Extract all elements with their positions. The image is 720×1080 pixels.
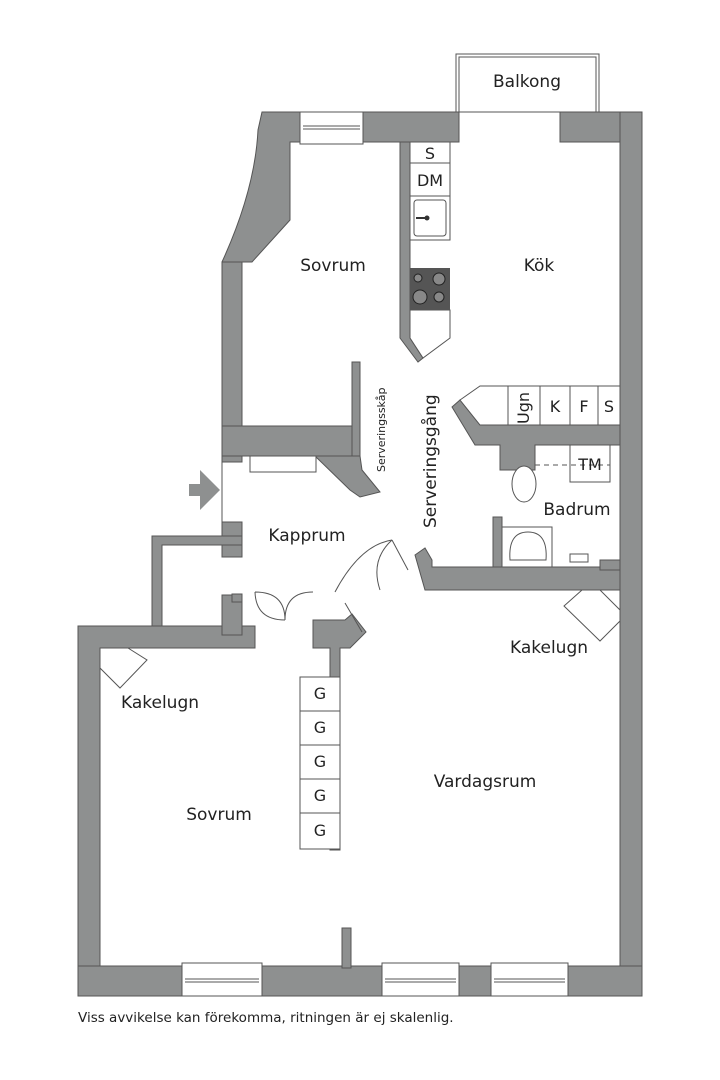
label-washer: TM [577, 455, 602, 474]
walls [77, 111, 643, 997]
windows [181, 111, 569, 997]
label-balcony: Balkong [493, 72, 561, 92]
doors [99, 539, 621, 689]
label-bedroom-bottom: Sovrum [186, 805, 252, 825]
label-serving-passage: Serveringsgång [420, 394, 441, 528]
label-tiled-stove-left: Kakelugn [121, 693, 199, 713]
toilet-icon [511, 465, 537, 503]
label-fixture-oven: Ugn [514, 392, 533, 424]
label-fixture-s: S [425, 144, 435, 163]
label-wardrobe: G [314, 752, 326, 771]
label-bathroom: Badrum [543, 500, 610, 520]
kitchen-counter [409, 141, 451, 359]
label-wardrobe: G [314, 786, 326, 805]
label-bedroom-top: Sovrum [300, 256, 366, 276]
label-kitchen: Kök [524, 256, 555, 276]
label-fixture-freezer: F [579, 397, 588, 416]
label-fixture-fridge: K [550, 397, 561, 416]
bathroom-fixtures [501, 444, 611, 568]
label-living-room: Vardagsrum [434, 772, 537, 792]
label-serving-closet: Serveringsskåp [375, 388, 388, 472]
label-hallway: Kapprum [268, 526, 345, 546]
entrance-arrow-icon [189, 470, 220, 510]
label-tiled-stove-right: Kakelugn [510, 638, 588, 658]
washbasin-icon [509, 531, 547, 561]
label-wardrobe: G [314, 821, 326, 840]
label-fixture-s2: S [604, 397, 614, 416]
kitchen-appliances [459, 385, 621, 426]
label-wardrobe: G [314, 718, 326, 737]
label-fixture-dm: DM [417, 171, 443, 190]
disclaimer-text: Viss avvikelse kan förekomma, ritningen … [78, 1010, 454, 1026]
label-wardrobe: G [314, 684, 326, 703]
wardrobes [299, 676, 341, 850]
balcony [455, 53, 600, 113]
